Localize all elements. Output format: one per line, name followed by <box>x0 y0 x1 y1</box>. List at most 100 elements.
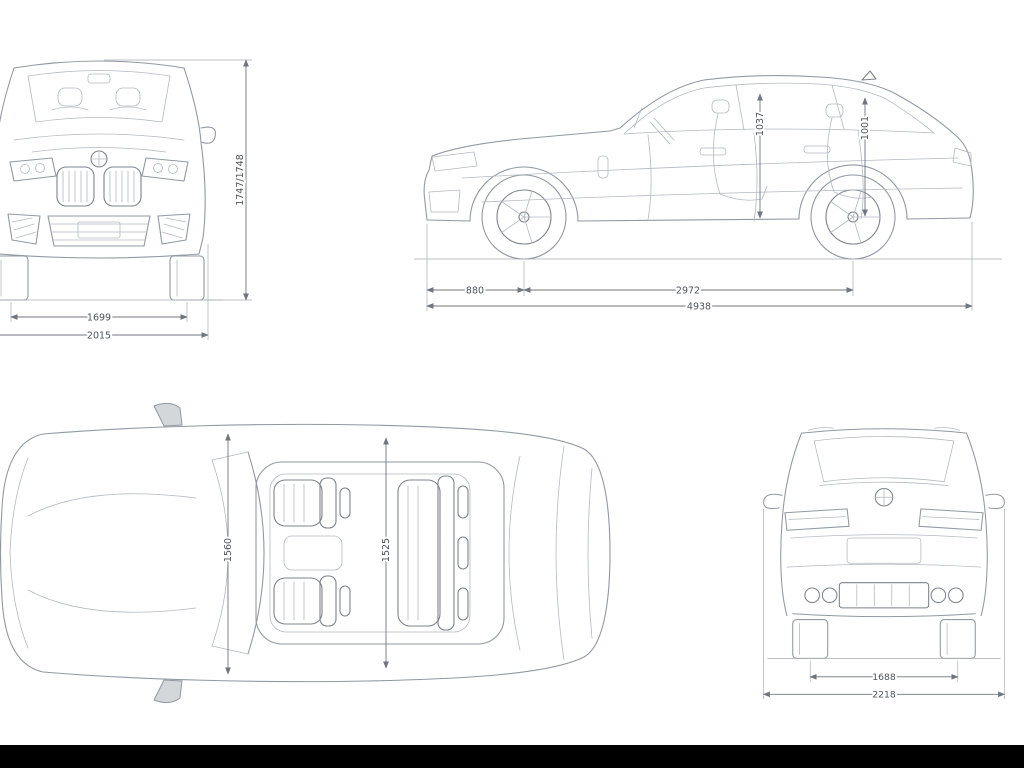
body-side-right <box>183 67 206 255</box>
headrest-right <box>115 87 141 107</box>
antenna-fin <box>861 70 877 81</box>
top-view-dimensions: 1560 1525 <box>221 433 394 675</box>
dim-front-cabin-height-label: 1037 <box>755 112 766 136</box>
body-side-right-rear <box>965 432 988 617</box>
dim-rear-track-label: 1688 <box>872 672 896 683</box>
rear-window-arc <box>508 455 521 651</box>
spoiler-edge <box>819 481 949 486</box>
rear-seat-back <box>826 117 835 193</box>
side-mirror-right <box>200 126 216 144</box>
tailgate-arcs <box>555 445 593 661</box>
dim-rear-cabin-height-label: 1001 <box>860 116 871 140</box>
rear-seat-headrest <box>825 103 844 118</box>
roof-panel <box>255 461 505 645</box>
wheel-rear-right <box>939 619 976 659</box>
rear-view-car <box>763 427 1005 659</box>
center-intake <box>47 215 151 247</box>
exhaust-tip <box>930 587 947 604</box>
body-outline-plan <box>0 423 611 683</box>
front-seat-passenger <box>273 575 351 627</box>
seat-slats <box>283 581 305 621</box>
seat-headrest <box>339 487 351 519</box>
side-mirrors-plan <box>153 402 183 704</box>
front-seat-back <box>712 113 721 195</box>
dim-rear-interior-width-label: 1525 <box>381 538 392 562</box>
diffuser-fins <box>856 584 910 607</box>
side-intake-right-hatch <box>161 217 187 239</box>
footer-bar <box>0 745 1024 768</box>
front-view-car <box>0 60 222 301</box>
seat-shoulders <box>51 106 147 111</box>
headlight-right <box>141 157 189 182</box>
kidney-grille-left <box>56 166 95 207</box>
dim-front-track-label: 1699 <box>87 313 111 324</box>
kidney-grille-right <box>103 166 142 207</box>
wheel-arches <box>469 164 908 222</box>
taillight-right-inner <box>922 516 980 520</box>
front-wheel-spokes <box>500 190 552 244</box>
rear-window <box>813 436 955 483</box>
dim-overall-length-label: 4938 <box>687 302 711 313</box>
front-view-dimensions: 1747/1748 1699 2015 <box>0 59 252 344</box>
plate-holder <box>77 221 121 239</box>
exhaust-tip <box>804 587 820 604</box>
character-lines <box>461 157 963 203</box>
wheel-front-left <box>0 255 29 301</box>
dim-front-height-label: 1747/1748 <box>235 154 246 206</box>
exhaust-tip <box>948 587 964 604</box>
diffuser <box>838 582 930 609</box>
headlight-left <box>9 157 57 182</box>
rear-bench <box>397 475 469 631</box>
wheel-rear-left <box>792 619 829 659</box>
door-seams <box>647 129 864 222</box>
wheel-inner-lines <box>799 623 948 655</box>
body-outline-lower <box>426 217 971 222</box>
rear-wheel-spokes <box>829 190 881 244</box>
tailgate-seam <box>790 534 978 539</box>
front-bumper-inner <box>9 457 29 649</box>
side-view-car <box>414 70 1002 260</box>
dim-front-width-label: 2015 <box>87 331 111 342</box>
dim-width-mirrors-label: 2218 <box>872 690 896 701</box>
extension-lines-length <box>426 222 973 311</box>
bench-backrest <box>437 475 455 631</box>
headlight-left-lens <box>20 164 30 174</box>
headlight-right-lens <box>153 163 163 173</box>
front-bumper-bottom <box>0 253 200 259</box>
center-console <box>283 535 343 571</box>
seat-slats <box>283 483 305 523</box>
side-intake-left-hatch <box>11 217 37 239</box>
pillar-lines <box>633 84 845 131</box>
top-view: 1560 1525 <box>0 402 611 704</box>
exhaust-tip <box>821 587 838 604</box>
roof-rails <box>807 427 961 431</box>
brand-roundel-cross <box>874 488 894 507</box>
plate-recess <box>846 537 922 564</box>
seat-cushion <box>273 479 323 527</box>
extension-lines-rear <box>763 508 1005 700</box>
rear-seat-cushion <box>833 191 873 199</box>
taillight-left <box>784 508 850 531</box>
bench-cushion <box>397 479 441 627</box>
rearview-mirror <box>87 73 111 84</box>
headlight-right-lens <box>168 164 178 174</box>
wheel-front-right <box>169 255 205 301</box>
taillight-left-inner <box>788 516 846 520</box>
hood-creases <box>13 133 185 153</box>
seat-backrest <box>319 575 337 627</box>
windshield <box>27 70 171 123</box>
dim-wheelbase-label: 2972 <box>676 286 700 297</box>
rear-view: 1688 2218 <box>762 427 1006 703</box>
roof-line-rear <box>800 428 968 434</box>
front-intake-side <box>428 189 461 213</box>
headrest-left <box>57 87 83 107</box>
grille-slats-right <box>109 170 135 203</box>
seat-cushion <box>273 577 323 625</box>
bench-headrest <box>457 485 469 519</box>
side-view: 1037 1001 880 2972 4938 <box>414 70 1002 315</box>
dim-front-overhang-label: 880 <box>466 286 484 297</box>
wheel-inner-lines <box>0 259 178 297</box>
window-outline <box>623 82 935 135</box>
center-intake-mesh <box>49 223 149 241</box>
